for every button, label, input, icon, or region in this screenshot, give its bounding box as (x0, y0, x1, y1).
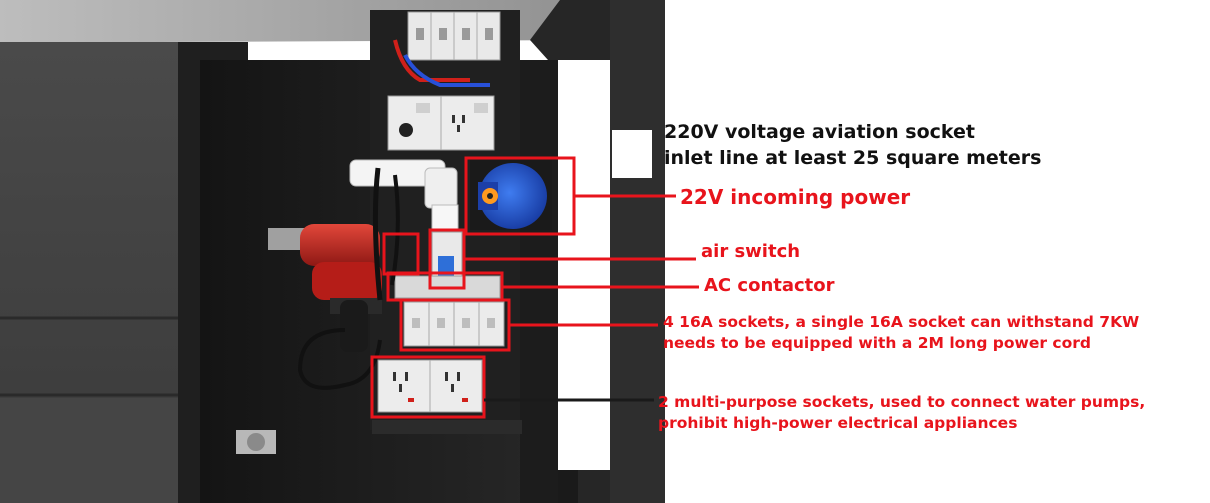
cabinet-door-strip (610, 0, 665, 503)
inner-shelf (372, 420, 522, 434)
aviation-socket-label: 220V voltage aviation socket (664, 121, 975, 143)
sockets-16a-label: 4 16A sockets, a single 16A socket can w… (663, 313, 1140, 331)
box-extra (382, 232, 420, 276)
aviation-socket-icon (470, 160, 552, 230)
frame-gap (558, 60, 610, 470)
incoming-power-label: 22V incoming power (680, 185, 911, 209)
sockets-16a-bank (403, 301, 505, 347)
frame-inner-post (520, 60, 558, 503)
prohibit-appliances-label: prohibit high-power electrical appliance… (658, 414, 1018, 432)
multi-purpose-socket-pair (377, 359, 483, 413)
upper-socket-pair (387, 95, 495, 151)
power-cable (297, 328, 382, 390)
multi-purpose-sockets-label: 2 multi-purpose sockets, used to connect… (658, 393, 1146, 411)
inlet-line-label: inlet line at least 25 square meters (664, 147, 1042, 169)
ac-contactor-label: AC contactor (704, 275, 835, 296)
top-breaker-bank (407, 11, 501, 61)
power-cord-label: needs to be equipped with a 2M long powe… (663, 334, 1091, 352)
water-pump-icon (268, 224, 382, 352)
label-backing (612, 130, 652, 178)
wire-blue (403, 54, 490, 87)
wire-red (393, 39, 470, 82)
power-cable (372, 167, 383, 301)
air-switch-label: air switch (701, 241, 801, 262)
leader-lines (464, 194, 699, 327)
box-multi-sockets (370, 355, 486, 419)
drain-fitting (236, 430, 276, 454)
cabinet-drawer (0, 398, 210, 503)
